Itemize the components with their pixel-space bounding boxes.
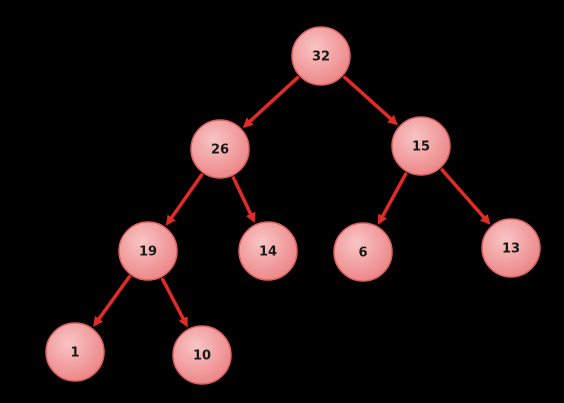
nodes-layer: 32 26 15 19 14 6 13 1 10 [45,26,541,385]
node-circle-1 [45,322,105,382]
tree-node-13: 13 [481,218,541,278]
node-circle-13 [481,218,541,278]
edge-arrow-n26-to-n14 [231,176,256,223]
node-label-26: 26 [211,143,229,158]
edges-layer [93,75,491,328]
tree-node-1: 1 [45,322,105,382]
node-label-32: 32 [312,50,330,65]
edge-arrow-n15-to-n13 [440,168,491,225]
edge-arrow-n19-to-n10 [160,277,188,328]
node-label-15: 15 [412,140,430,155]
node-label-10: 10 [193,349,211,364]
node-circle-10 [172,325,232,385]
edge-arrow-n26-to-n19 [165,173,204,226]
edge-arrow-n32-to-n15 [343,75,398,126]
tree-node-10: 10 [172,325,232,385]
tree-node-14: 14 [238,221,298,281]
edge-arrow-n32-to-n26 [242,75,300,129]
node-label-13: 13 [502,242,520,257]
node-label-1: 1 [70,346,79,361]
node-circle-26 [190,119,250,179]
node-label-6: 6 [358,246,367,261]
node-circle-15 [391,116,451,176]
edge-arrow-n15-to-n6 [377,172,408,225]
node-label-19: 19 [139,245,157,260]
tree-node-15: 15 [391,116,451,176]
node-circle-19 [118,221,178,281]
tree-node-26: 26 [190,119,250,179]
tree-node-32: 32 [291,26,351,86]
node-label-14: 14 [259,245,277,260]
node-circle-6 [333,222,393,282]
node-circle-32 [291,26,351,86]
tree-node-19: 19 [118,221,178,281]
node-circle-14 [238,221,298,281]
edge-arrow-n19-to-n1 [93,275,132,327]
tree-node-6: 6 [333,222,393,282]
